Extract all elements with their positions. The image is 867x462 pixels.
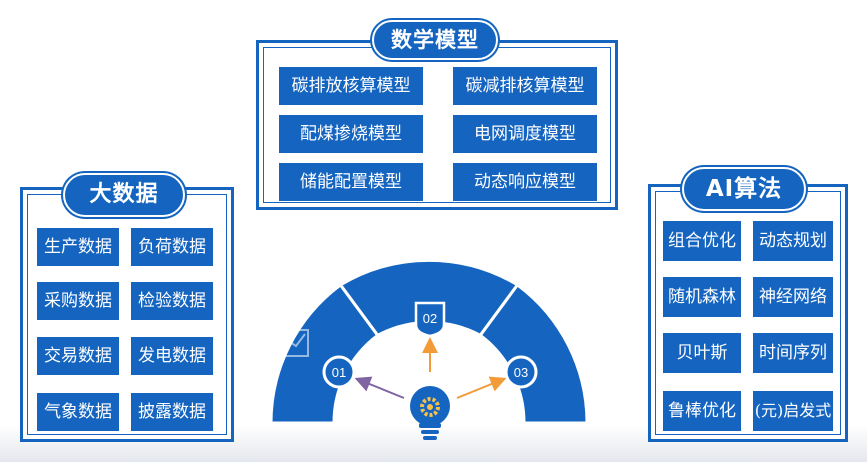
lightbulb-gear-icon bbox=[410, 386, 450, 440]
big-data-item-5: 交易数据 bbox=[37, 337, 119, 375]
ai-algorithm-item-1: 组合优化 bbox=[663, 221, 741, 261]
node-01-label: 01 bbox=[332, 365, 346, 380]
ai-algorithm-item-2: 动态规划 bbox=[753, 221, 833, 261]
ai-algorithm-item-6: 时间序列 bbox=[753, 333, 833, 373]
node-03: 03 bbox=[504, 355, 538, 389]
math-model-title: 数学模型 bbox=[372, 20, 498, 60]
arrow-to-01 bbox=[354, 376, 405, 399]
big-data-title: 大数据 bbox=[63, 173, 185, 217]
math-model-item-1: 碳排放核算模型 bbox=[279, 67, 423, 105]
ai-algorithm-title: AI算法 bbox=[682, 167, 806, 211]
ai-algorithm-item-5: 贝叶斯 bbox=[663, 333, 741, 373]
big-data-item-7: 气象数据 bbox=[37, 393, 119, 431]
big-data-item-2: 负荷数据 bbox=[131, 228, 213, 266]
ai-algorithm-item-4: 神经网络 bbox=[753, 277, 833, 317]
node-02: 02 bbox=[414, 301, 446, 338]
big-data-panel: 生产数据 负荷数据 采购数据 检验数据 交易数据 发电数据 气象数据 披露数据 bbox=[20, 187, 234, 442]
ai-algorithm-item-3: 随机森林 bbox=[663, 277, 741, 317]
math-model-item-4: 电网调度模型 bbox=[453, 115, 597, 153]
math-model-item-2: 碳减排核算模型 bbox=[453, 67, 597, 105]
big-data-item-3: 采购数据 bbox=[37, 282, 119, 320]
line-chart-icon bbox=[277, 329, 309, 357]
big-data-item-1: 生产数据 bbox=[37, 228, 119, 266]
ai-algorithm-item-8: (元)启发式 bbox=[753, 391, 833, 431]
math-model-panel: 碳排放核算模型 碳减排核算模型 配煤掺烧模型 电网调度模型 储能配置模型 动态响… bbox=[256, 40, 618, 210]
math-model-item-5: 储能配置模型 bbox=[279, 163, 423, 201]
big-data-item-6: 发电数据 bbox=[131, 337, 213, 375]
node-03-label: 03 bbox=[514, 365, 528, 380]
big-data-item-8: 披露数据 bbox=[131, 393, 213, 431]
math-model-item-3: 配煤掺烧模型 bbox=[279, 115, 423, 153]
node-02-label: 02 bbox=[423, 311, 437, 326]
arc-segment-right bbox=[478, 282, 589, 425]
math-model-item-6: 动态响应模型 bbox=[453, 163, 597, 201]
ai-algorithm-panel: 组合优化 动态规划 随机森林 神经网络 贝叶斯 时间序列 鲁棒优化 (元)启发式 bbox=[648, 184, 848, 442]
arc-segment-middle bbox=[338, 258, 520, 338]
arrow-to-03 bbox=[456, 376, 507, 399]
ai-algorithm-item-7: 鲁棒优化 bbox=[663, 391, 741, 431]
big-data-item-4: 检验数据 bbox=[131, 282, 213, 320]
node-01: 01 bbox=[322, 355, 356, 389]
